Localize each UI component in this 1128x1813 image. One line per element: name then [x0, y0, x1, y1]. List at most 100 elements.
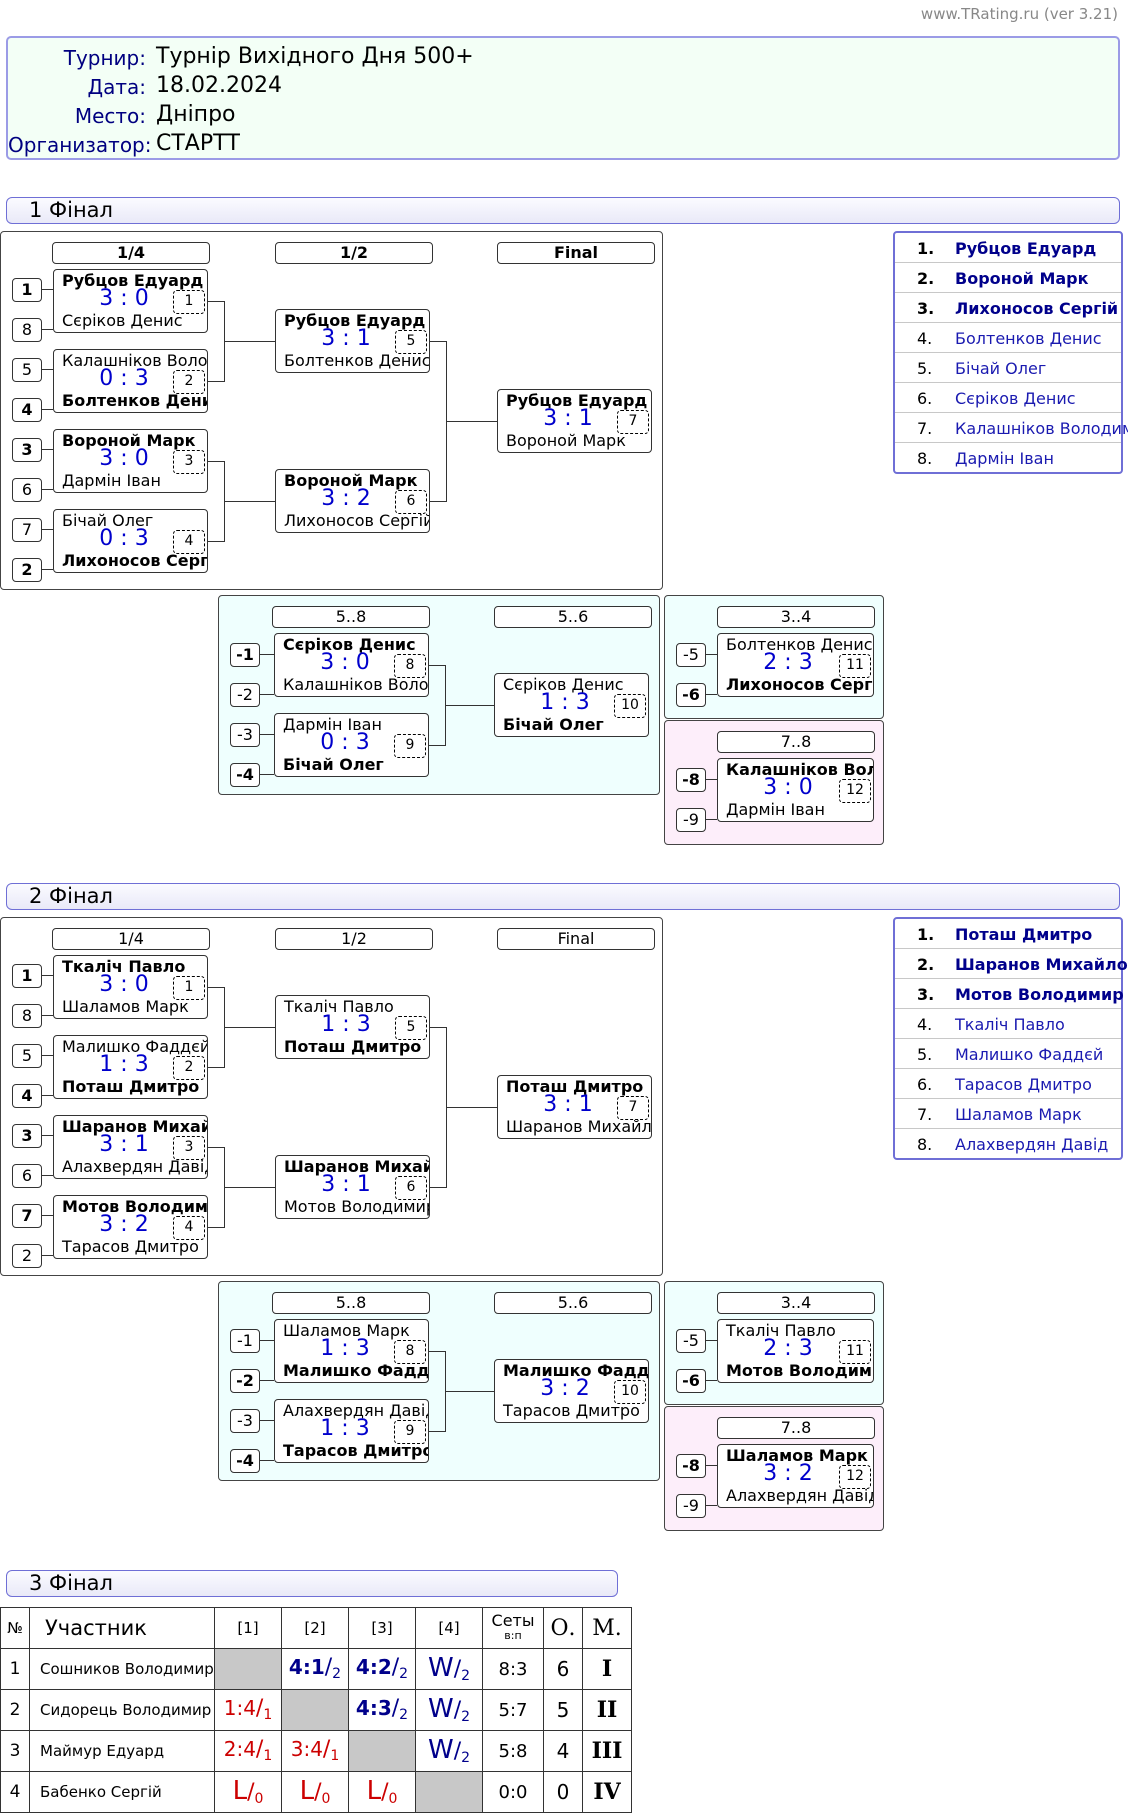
results-row: 5.Малишко Фаддєй — [895, 1039, 1121, 1069]
player-1-name: Дармін Іван — [283, 715, 382, 734]
match-score: 1 : 3 — [99, 1052, 149, 1077]
col-1-header: [1] — [214, 1607, 282, 1649]
rr-player-name: Сидорець Володимир — [29, 1689, 215, 1731]
tournament-label: Турнир: — [63, 46, 146, 70]
match-score: 1 : 3 — [320, 1416, 370, 1441]
rr-cell-result: W/2 — [415, 1648, 483, 1690]
organizer-label: Организатор: — [8, 133, 152, 157]
f1-connector-line — [260, 774, 274, 775]
player-2-name: Бічай Олег — [283, 755, 384, 774]
rr-cell-result: L/0 — [214, 1771, 282, 1813]
player-1-name: Алахвердян Давід — [283, 1401, 429, 1420]
player-1-name: Шаранов Михайло — [62, 1117, 207, 1136]
results-row: 2.Шаранов Михайло — [895, 949, 1128, 979]
match-score: 0 : 3 — [99, 366, 149, 391]
result-place: 4. — [917, 329, 933, 348]
player-2-name: Вороной Марк — [506, 431, 626, 450]
f1-connector-line — [224, 501, 275, 502]
f2-connector-line — [706, 1380, 717, 1381]
match-number: 9 — [394, 1420, 426, 1444]
rr-points: 4 — [543, 1730, 583, 1772]
player-2-name: Лихоносов Сергій — [62, 551, 208, 570]
player-1-name: Шаламов Марк — [726, 1446, 868, 1465]
player-2-name: Тарасов Дмитро — [283, 1441, 429, 1460]
result-place: 4. — [917, 1015, 933, 1034]
rr-cell-result: W/2 — [415, 1689, 483, 1731]
result-name: Сєріков Денис — [955, 389, 1076, 408]
rr-cell-self — [281, 1689, 349, 1731]
results-row: 5.Бічай Олег — [895, 353, 1121, 383]
col-2-header: [2] — [281, 1607, 349, 1649]
result-place: 6. — [917, 1075, 933, 1094]
match-number: 6 — [395, 1176, 427, 1200]
results-row: 3.Мотов Володимир — [895, 979, 1124, 1009]
match-number: 5 — [395, 330, 427, 354]
f2-connector-line — [42, 1095, 53, 1096]
rr-cell-self — [415, 1771, 483, 1813]
f2-connector-line — [42, 1015, 53, 1016]
match-score: 3 : 2 — [763, 1461, 813, 1486]
f1-connector-line — [42, 329, 53, 330]
f1-round-label: 5..6 — [494, 606, 652, 628]
player-2-name: Шаранов Михайло — [506, 1117, 652, 1136]
match-number: 2 — [173, 370, 205, 394]
f1-connector-line — [446, 421, 497, 422]
f2-round-label: 1/2 — [275, 928, 433, 950]
f2-seed: -6 — [676, 1369, 706, 1393]
result-place: 6. — [917, 389, 933, 408]
fraction-slash: / — [381, 1780, 389, 1806]
col-points-header: О. — [543, 1607, 583, 1649]
result-score: 1:4 — [223, 1696, 256, 1721]
f1-connector-line — [706, 694, 717, 695]
match-score: 0 : 3 — [320, 730, 370, 755]
f1-round-label: 5..8 — [272, 606, 430, 628]
f2-round-label: 5..6 — [494, 1292, 652, 1314]
match-score: 1 : 3 — [540, 690, 590, 715]
f2-seed: 1 — [12, 964, 42, 988]
result-points: 2 — [399, 1666, 409, 1683]
f1-connector-line — [208, 381, 224, 382]
f1-round-label: 7..8 — [717, 731, 875, 753]
f2-seed: -8 — [676, 1454, 706, 1478]
f1-connector-line — [445, 705, 494, 706]
match-number: 11 — [839, 654, 871, 678]
match-score: 2 : 3 — [763, 1336, 813, 1361]
result-score: L — [366, 1776, 382, 1807]
match-score: 3 : 0 — [99, 446, 149, 471]
f1-round-label: 3..4 — [717, 606, 875, 628]
player-2-name: Болтенков Денис — [284, 351, 430, 370]
f1-seed: -3 — [230, 723, 260, 747]
match-score: 3 : 1 — [99, 1132, 149, 1157]
final-3-header: 3 Фінал — [6, 1570, 618, 1597]
match-number: 3 — [173, 450, 205, 474]
result-name: Тарасов Дмитро — [955, 1075, 1092, 1094]
rr-points: 0 — [543, 1771, 583, 1813]
match-number: 2 — [173, 1056, 205, 1080]
f2-connector-line — [42, 1055, 53, 1056]
f1-connector-line — [208, 301, 224, 302]
match-number: 8 — [394, 654, 426, 678]
player-2-name: Малишко Фаддєй — [283, 1361, 429, 1380]
f2-seed: -4 — [230, 1449, 260, 1473]
col-3-header: [3] — [348, 1607, 416, 1649]
match-number: 1 — [173, 976, 205, 1000]
f1-seed: -2 — [230, 683, 260, 707]
place-label: Место: — [74, 104, 146, 128]
player-1-name: Рубцов Едуард — [506, 391, 648, 410]
result-score: 3:4 — [290, 1737, 323, 1762]
f2-connector-line — [260, 1340, 274, 1341]
player-1-name: Калашніков Володимир — [726, 760, 873, 779]
f1-connector-line — [42, 489, 53, 490]
result-score: L — [299, 1776, 315, 1807]
f2-connector-line — [208, 987, 224, 988]
player-1-name: Шаранов Михайло — [284, 1157, 429, 1176]
match-number: 4 — [173, 530, 205, 554]
result-place: 5. — [917, 359, 933, 378]
match-number: 4 — [173, 1216, 205, 1240]
